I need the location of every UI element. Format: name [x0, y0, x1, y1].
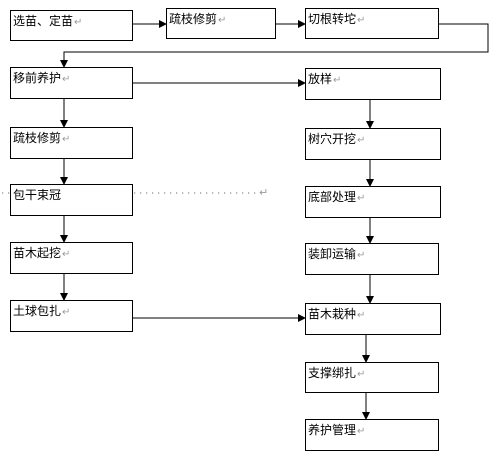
paragraph-mark: ↵	[218, 15, 227, 26]
step-load-transport: 装卸运输↵	[305, 243, 439, 275]
step-cut-root: 切根转坨↵	[305, 8, 439, 39]
paragraph-mark: ↵	[62, 74, 71, 85]
connector-cutroot-to-premove	[60, 23, 489, 68]
step-label: 疏枝修剪	[13, 131, 62, 145]
step-maintenance: 养护管理↵	[305, 419, 439, 451]
paragraph-mark: ↵	[62, 249, 71, 260]
step-label: 底部处理	[308, 190, 357, 204]
step-label: 切根转坨	[308, 12, 357, 26]
step-wrap-crown: 包干束冠	[10, 184, 133, 216]
paragraph-mark: ↵	[357, 426, 366, 437]
paragraph-mark: ↵	[74, 17, 83, 28]
step-wrap-root-ball: 土球包扎↵	[10, 300, 133, 332]
paragraph-mark: ↵	[357, 310, 366, 321]
step-support-binding: 支撑绑扎↵	[305, 362, 439, 393]
step-dig-pit: 树穴开挖↵	[305, 128, 441, 160]
paragraph-mark: ↵	[357, 15, 366, 26]
step-label: 装卸运输	[308, 247, 357, 261]
step-label: 放样	[308, 72, 333, 86]
paragraph-mark: ↵	[62, 307, 71, 318]
step-label: 苗木栽种	[308, 307, 357, 321]
step-label: 支撑绑扎	[308, 366, 357, 380]
paragraph-mark: ↵	[357, 193, 366, 204]
step-label: 养护管理	[308, 423, 357, 437]
step-prune-branches-2: 疏枝修剪↵	[10, 127, 133, 159]
step-layout: 放样↵	[305, 68, 441, 100]
step-pre-move-care: 移前养护↵	[10, 67, 133, 99]
step-label: 树穴开挖	[308, 132, 357, 146]
step-label: 疏枝修剪	[169, 12, 218, 26]
step-label: 移前养护	[13, 71, 62, 85]
step-label: 苗木起挖	[13, 246, 62, 260]
step-bottom-treatment: 底部处理↵	[305, 186, 441, 218]
step-label: 选苗、定苗	[13, 14, 74, 28]
step-dig-seedling: 苗木起挖↵	[10, 242, 133, 274]
paragraph-mark: ↵	[357, 369, 366, 380]
step-label: 土球包扎	[13, 304, 62, 318]
step-plant-seedling: 苗木栽种↵	[305, 303, 441, 335]
paragraph-mark: ↵	[62, 134, 71, 145]
step-select-seedling: 选苗、定苗↵	[10, 10, 133, 41]
paragraph-mark: ↵	[357, 135, 366, 146]
paragraph-mark: ↵	[333, 75, 342, 86]
step-prune-branches-1: 疏枝修剪↵	[166, 8, 276, 39]
dotted-line-end-mark: ↵	[259, 186, 269, 199]
step-label: 包干束冠	[13, 188, 62, 202]
paragraph-mark: ↵	[357, 250, 366, 261]
